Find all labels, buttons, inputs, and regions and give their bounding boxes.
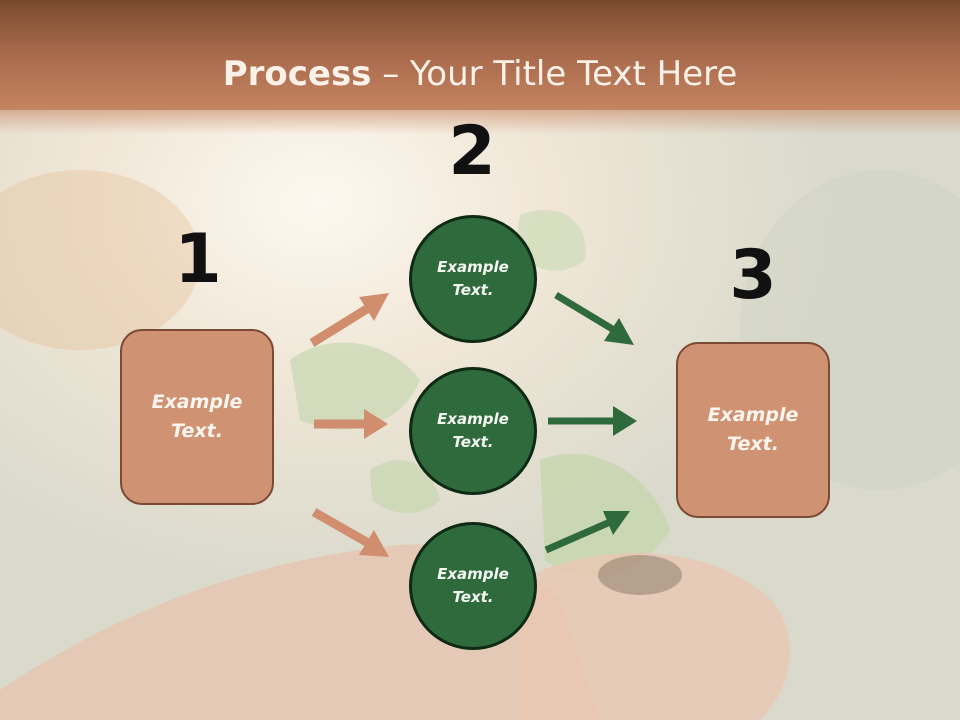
circle-top-line2: Text. xyxy=(452,281,494,299)
left-box-line2: Text. xyxy=(171,420,223,442)
slide-title: Process – Your Title Text Here xyxy=(0,52,960,96)
circle-bottom-line2: Text. xyxy=(452,588,494,606)
title-band xyxy=(0,0,960,110)
circle-bottom-line1: Example xyxy=(437,565,509,583)
step-number-3: 3 xyxy=(729,236,777,315)
step-number-2: 2 xyxy=(448,112,496,191)
circle-middle-line1: Example xyxy=(437,410,509,428)
right-box-line2: Text. xyxy=(727,433,779,455)
circle-middle-line2: Text. xyxy=(452,433,494,451)
title-rest: – Your Title Text Here xyxy=(371,54,738,94)
title-bold: Process xyxy=(222,54,372,94)
step-number-1: 1 xyxy=(174,220,222,299)
left-box-line1: Example xyxy=(151,391,243,413)
circle-top-line1: Example xyxy=(437,258,509,276)
title-band-fade xyxy=(0,110,960,134)
right-box-line1: Example xyxy=(707,404,799,426)
